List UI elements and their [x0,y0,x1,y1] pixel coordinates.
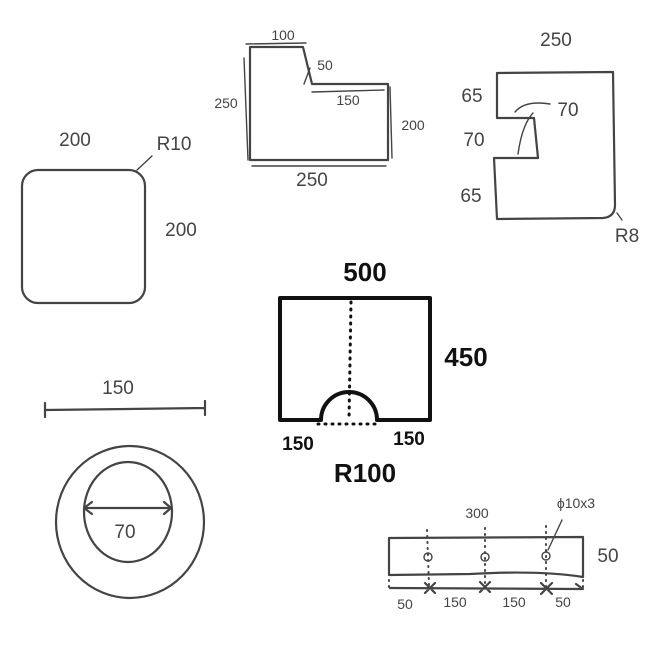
left-offset-label: 150 [282,434,314,455]
l-shape: 100 50 150 250 200 250 [214,27,425,191]
holes-label: ϕ10x3 [557,495,595,511]
radius-label: R8 [615,226,639,247]
right-label: 200 [401,117,425,133]
radius-leader [136,155,153,171]
bottom-label: 250 [296,170,328,191]
l-shape-outline [248,45,390,162]
top-segment-label: 65 [461,86,482,107]
radius-label: R100 [334,458,396,488]
rounded-square-outline [20,168,147,305]
left-label: 250 [214,95,238,111]
plate-with-cutout: 500 450 150 150 R100 [278,257,488,488]
inner-label: 70 [114,522,135,543]
width-label: 500 [343,257,386,287]
top-label: 100 [271,27,295,43]
outer-circle [54,444,206,600]
hole-leader [547,519,563,551]
shelf-label: 150 [336,92,360,108]
outer-dimension-line [43,399,207,419]
notch-leaders [514,102,623,221]
plate-outline [278,296,432,422]
notched-plate: 250 65 70 65 70 R8 [460,30,639,247]
bar-with-holes: 300 ϕ10x3 50 50 150 150 50 [387,495,619,612]
width-label: 200 [59,130,91,151]
outer-label: 150 [102,378,134,399]
right-offset-label: 150 [393,429,425,450]
hole [480,552,490,562]
dimension-lines [243,42,393,167]
notch-label: 70 [463,130,484,151]
inner-circle [82,460,174,564]
hole-center-lines [388,525,584,591]
hole [541,551,551,561]
inner-dimension-arrow [82,500,173,516]
notched-plate-outline [492,70,617,221]
bar-outline [387,535,585,579]
radius-label: R10 [157,134,192,155]
spacing-label: 150 [443,594,467,610]
spacing-label: 50 [555,594,571,610]
width-label: 250 [540,30,572,51]
height-label: 200 [165,220,197,241]
bottom-segment-label: 65 [460,186,481,207]
hole-span-label: 300 [465,505,489,521]
spacing-dimension-line [388,580,585,596]
center-lines [316,300,382,426]
hole [423,552,433,562]
height-label: 450 [444,342,487,372]
rounded-square: 200 R10 200 [20,130,197,305]
spacing-label: 150 [502,594,526,610]
notch-depth-label: 70 [557,100,578,121]
step-label: 50 [317,57,333,73]
spacing-label: 50 [397,596,413,612]
height-label: 50 [597,546,618,567]
ring: 150 70 [43,378,207,600]
